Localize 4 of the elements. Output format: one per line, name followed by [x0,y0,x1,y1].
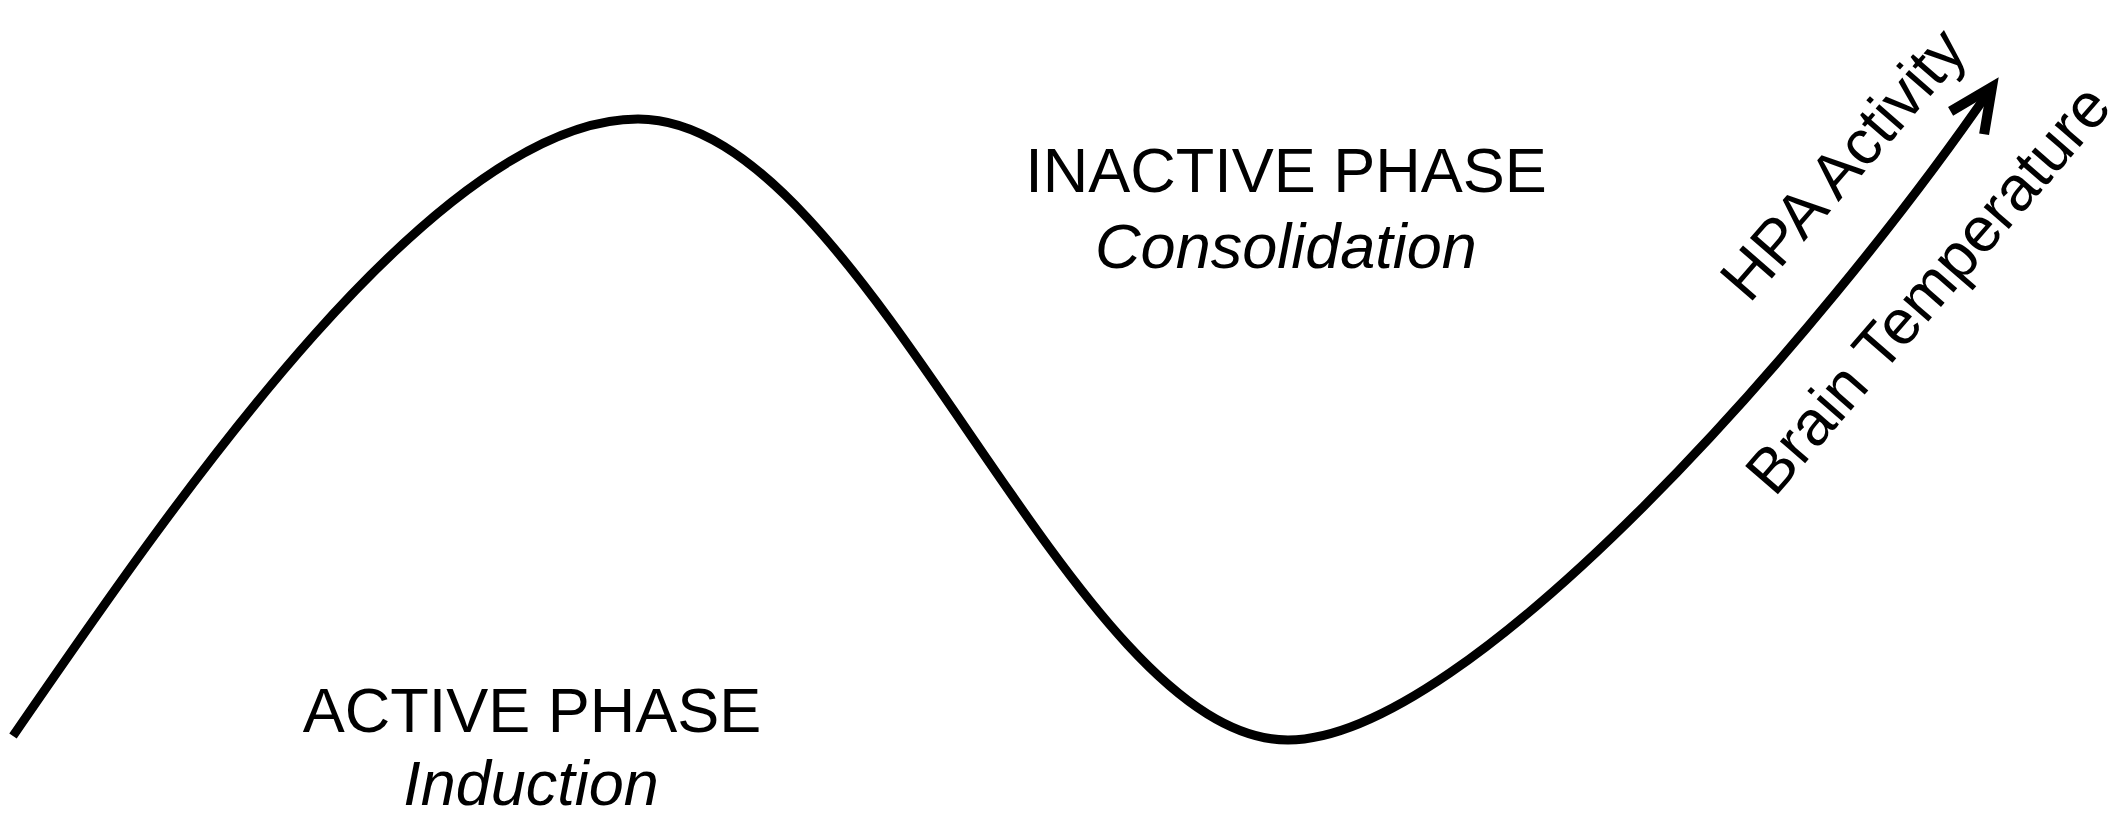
phase-subtitle: Consolidation [1095,215,1477,278]
phase-title: ACTIVE PHASE [302,679,762,742]
phase-title: INACTIVE PHASE [1025,139,1547,202]
phase-subtitle: Induction [403,752,659,815]
